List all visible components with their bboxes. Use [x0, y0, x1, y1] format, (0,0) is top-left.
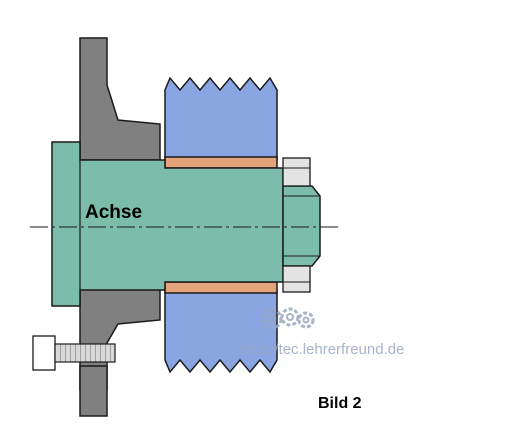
- bolt-head: [32, 335, 56, 371]
- gears-icon: [261, 307, 315, 330]
- watermark: http://tec.lehrerfreund.de: [241, 307, 404, 358]
- gear-wheel: [164, 76, 278, 374]
- axle-label: Achse: [85, 202, 142, 223]
- housing-upper: [79, 37, 161, 161]
- bushing-bottom: [164, 281, 278, 294]
- nut: [282, 157, 311, 293]
- housing-plate: [79, 37, 161, 417]
- nut-top: [282, 157, 311, 187]
- axle: [51, 141, 321, 307]
- gear-lower-body: [164, 289, 278, 374]
- bolt: [32, 335, 116, 371]
- bolt-shank: [54, 343, 116, 363]
- figure-label: Bild 2: [318, 395, 362, 412]
- nut-bottom: [282, 265, 311, 293]
- gear-upper-body: [164, 76, 278, 161]
- watermark-url: http://tec.lehrerfreund.de: [241, 341, 404, 358]
- axle-thread-end: [282, 185, 321, 267]
- housing-bottom: [79, 365, 108, 417]
- bushing-top: [164, 156, 278, 169]
